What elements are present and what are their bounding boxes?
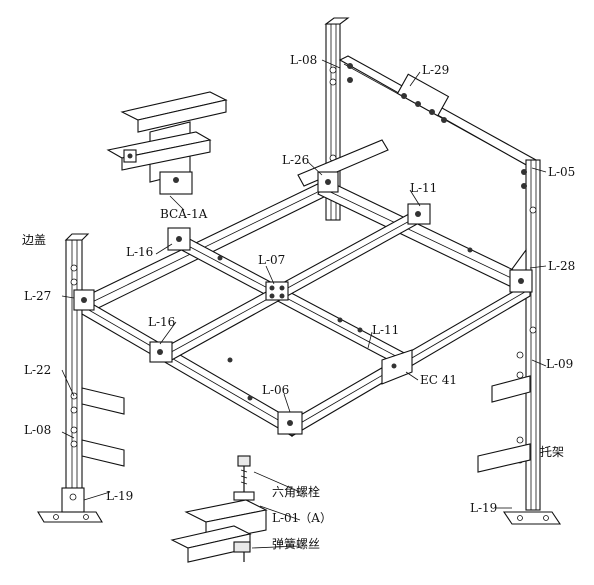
right-vertical-post [477, 159, 562, 525]
label-l06: L-06 [262, 383, 289, 397]
label-l28: L-28 [548, 259, 575, 273]
label-bca1a: BCA-1A [160, 207, 208, 221]
label-hex-bolt: 六角螺栓 [272, 484, 320, 499]
label-l16-top: L-16 [126, 245, 153, 259]
label-l05: L-05 [548, 165, 575, 179]
label-l08-left: L-08 [24, 423, 51, 437]
label-l19-right: L-19 [470, 501, 497, 515]
label-l27: L-27 [24, 289, 51, 303]
label-l29: L-29 [422, 63, 449, 77]
label-l19-left: L-19 [106, 489, 133, 503]
label-l01a: L-01（A） [272, 511, 332, 525]
label-tuojia: 托架 [540, 445, 564, 459]
beam-clamp-detail [106, 91, 228, 195]
label-l09: L-09 [546, 357, 573, 371]
leader-lines [61, 59, 547, 549]
label-l26: L-26 [282, 153, 309, 167]
label-l07: L-07 [258, 253, 285, 267]
part-labels: L-08 L-29 L-05 L-26 L-11 BCA-1A 边盖 L-16 … [22, 53, 575, 551]
label-l22: L-22 [24, 363, 51, 377]
horizontal-frame [73, 139, 533, 437]
bolt-spring-nut-detail [170, 455, 268, 563]
label-l08-top: L-08 [290, 53, 317, 67]
label-l11-top: L-11 [410, 181, 437, 195]
label-ec41: EC 41 [420, 373, 457, 387]
label-l16-mid: L-16 [148, 315, 175, 329]
label-l11-mid: L-11 [372, 323, 399, 337]
left-vertical-post [37, 233, 125, 523]
label-biangai: 边盖 [22, 233, 46, 247]
label-spring-nut: 弹簧螺丝 [272, 536, 320, 551]
